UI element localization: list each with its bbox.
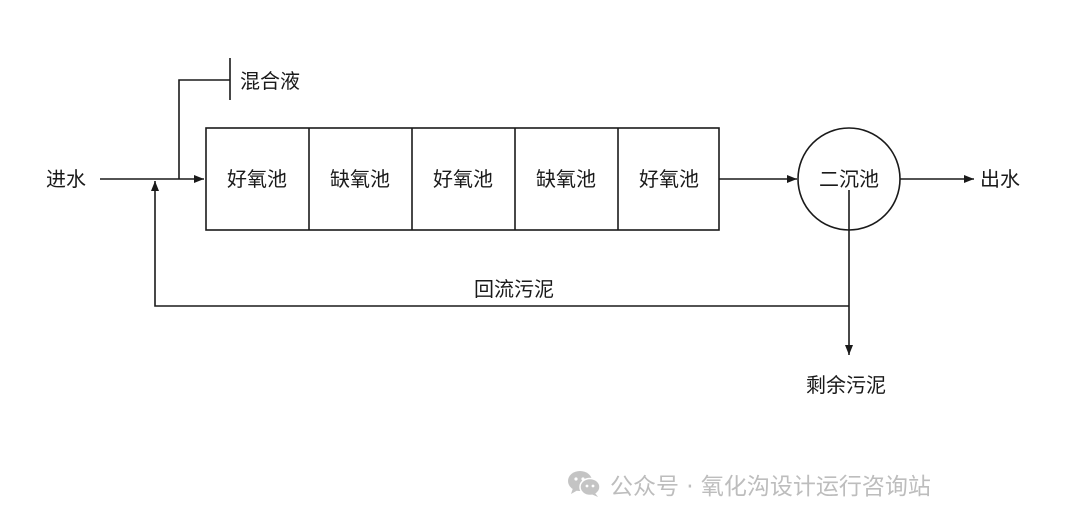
excess-sludge-label: 剩余污泥 [806, 373, 886, 397]
inlet-label: 进水 [46, 167, 86, 191]
watermark: 公众号 · 氧化沟设计运行咨询站 [566, 466, 931, 502]
return-sludge-label: 回流污泥 [474, 277, 554, 301]
tank-label-aerobic: 好氧池 [227, 167, 287, 191]
tank-label-aerobic: 好氧池 [433, 167, 493, 191]
tank-label-anoxic: 缺氧池 [330, 167, 390, 191]
return-sludge-arrow [151, 181, 849, 307]
tank-train [205, 127, 720, 231]
tank-label-anoxic: 缺氧池 [536, 167, 596, 191]
wechat-icon [568, 471, 601, 497]
outlet-label: 出水 [980, 167, 1020, 191]
mixed-liquor-label: 混合液 [240, 69, 300, 93]
clarifier-label: 二沉池 [819, 167, 879, 191]
mixed-liquor-line [178, 79, 230, 179]
watermark-text: 公众号 · 氧化沟设计运行咨询站 [610, 474, 931, 500]
tank-label-aerobic: 好氧池 [639, 167, 699, 191]
